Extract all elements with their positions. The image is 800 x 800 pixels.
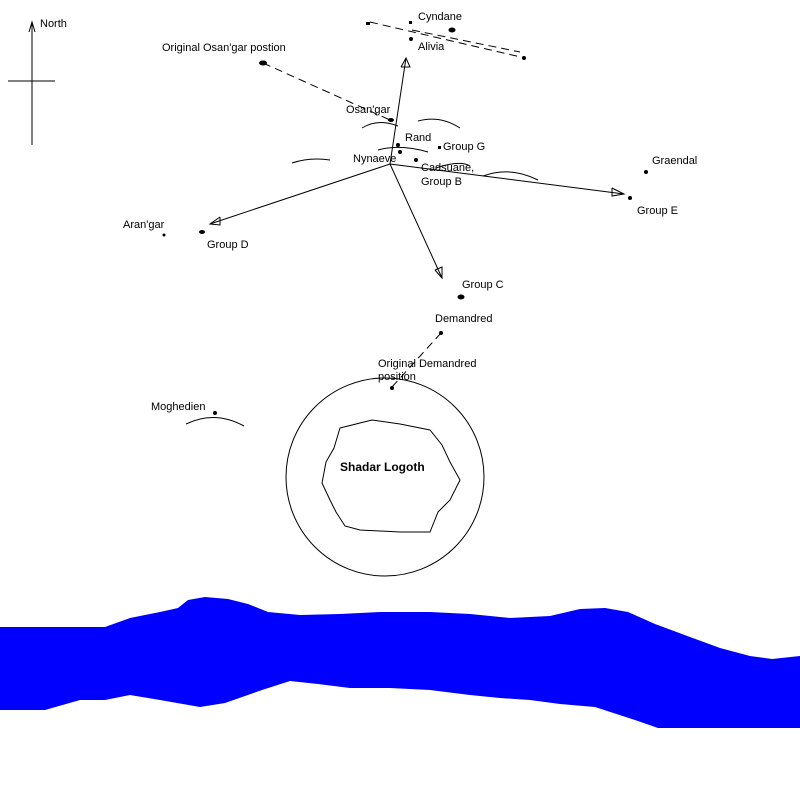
label-nynaeve: Nynaeve [353, 153, 396, 165]
marker-alivia [409, 37, 413, 41]
marker-group-c [457, 294, 465, 300]
compass-arrow-icon [28, 20, 36, 33]
marker-cyndane [409, 21, 412, 24]
arrow-east [389, 163, 625, 195]
arrow-west-head-icon [208, 216, 221, 226]
marker-group-d [199, 230, 205, 234]
terrain-mark [482, 171, 539, 181]
marker-graendal [644, 170, 648, 174]
marker-group-g [438, 146, 441, 149]
terrain-mark [435, 162, 471, 169]
shadar-logoth: Shadar Logoth [285, 377, 485, 577]
map-labels: Cyndane Alivia Original Osan'gar postion… [123, 11, 697, 413]
marker-rand-2 [398, 150, 402, 154]
terrain-mark [417, 118, 461, 129]
terrain-mark [185, 417, 245, 427]
label-moghedien: Moghedien [151, 401, 205, 413]
label-rand: Rand [405, 132, 431, 144]
arrow-north [389, 57, 407, 165]
marker-osangar [388, 118, 394, 122]
osangar-trail [262, 62, 391, 121]
marker-group-e [628, 196, 632, 200]
city-wall [321, 419, 461, 533]
label-alivia: Alivia [418, 41, 445, 53]
terrain-mark [377, 146, 429, 153]
label-group-g: Group G [443, 141, 485, 153]
label-original-demandred-position: position [378, 371, 416, 383]
marker-cyndane-group [448, 27, 456, 33]
marker-arangar [162, 233, 166, 237]
city-label: Shadar Logoth [340, 460, 425, 474]
label-group-d: Group D [207, 239, 249, 251]
arrow-south [389, 163, 443, 279]
marker-original-osangar [259, 60, 267, 66]
marker-cadsuane [414, 158, 418, 162]
arrow-north-head-icon [400, 56, 411, 68]
position-markers [162, 21, 648, 415]
label-demandred: Demandred [435, 313, 492, 325]
marker-rand [396, 143, 400, 147]
movement-arrows [208, 56, 626, 280]
label-group-c: Group C [462, 279, 504, 291]
label-osangar: Osan'gar [346, 104, 391, 116]
label-cadsuane: Cadsuane, [421, 162, 474, 174]
arrow-south-head-icon [434, 266, 443, 280]
cyndane-trail-1 [369, 21, 526, 59]
terrain-mark [291, 158, 331, 164]
compass: North [8, 18, 67, 145]
terrain-mark [361, 122, 399, 129]
terrain-marks [185, 118, 539, 427]
compass-north-label: North [40, 18, 67, 30]
river [0, 597, 800, 728]
city-outer-ring [285, 377, 485, 577]
marker-moghedien [213, 411, 217, 415]
marker-cyndane-start [366, 22, 370, 25]
marker-original-demandred [390, 386, 394, 390]
arrow-east-head-icon [611, 187, 626, 197]
marker-cyndane-end [522, 56, 526, 60]
label-arangar: Aran'gar [123, 219, 165, 231]
cyndane-trail-2 [411, 29, 521, 53]
label-group-e: Group E [637, 205, 678, 217]
marker-demandred [439, 331, 443, 335]
label-group-b: Group B [421, 176, 462, 188]
label-cyndane: Cyndane [418, 11, 462, 23]
label-original-osangar: Original Osan'gar postion [162, 42, 286, 54]
label-original-demandred: Original Demandred [378, 358, 476, 370]
label-graendal: Graendal [652, 155, 697, 167]
arrow-west [209, 163, 391, 225]
